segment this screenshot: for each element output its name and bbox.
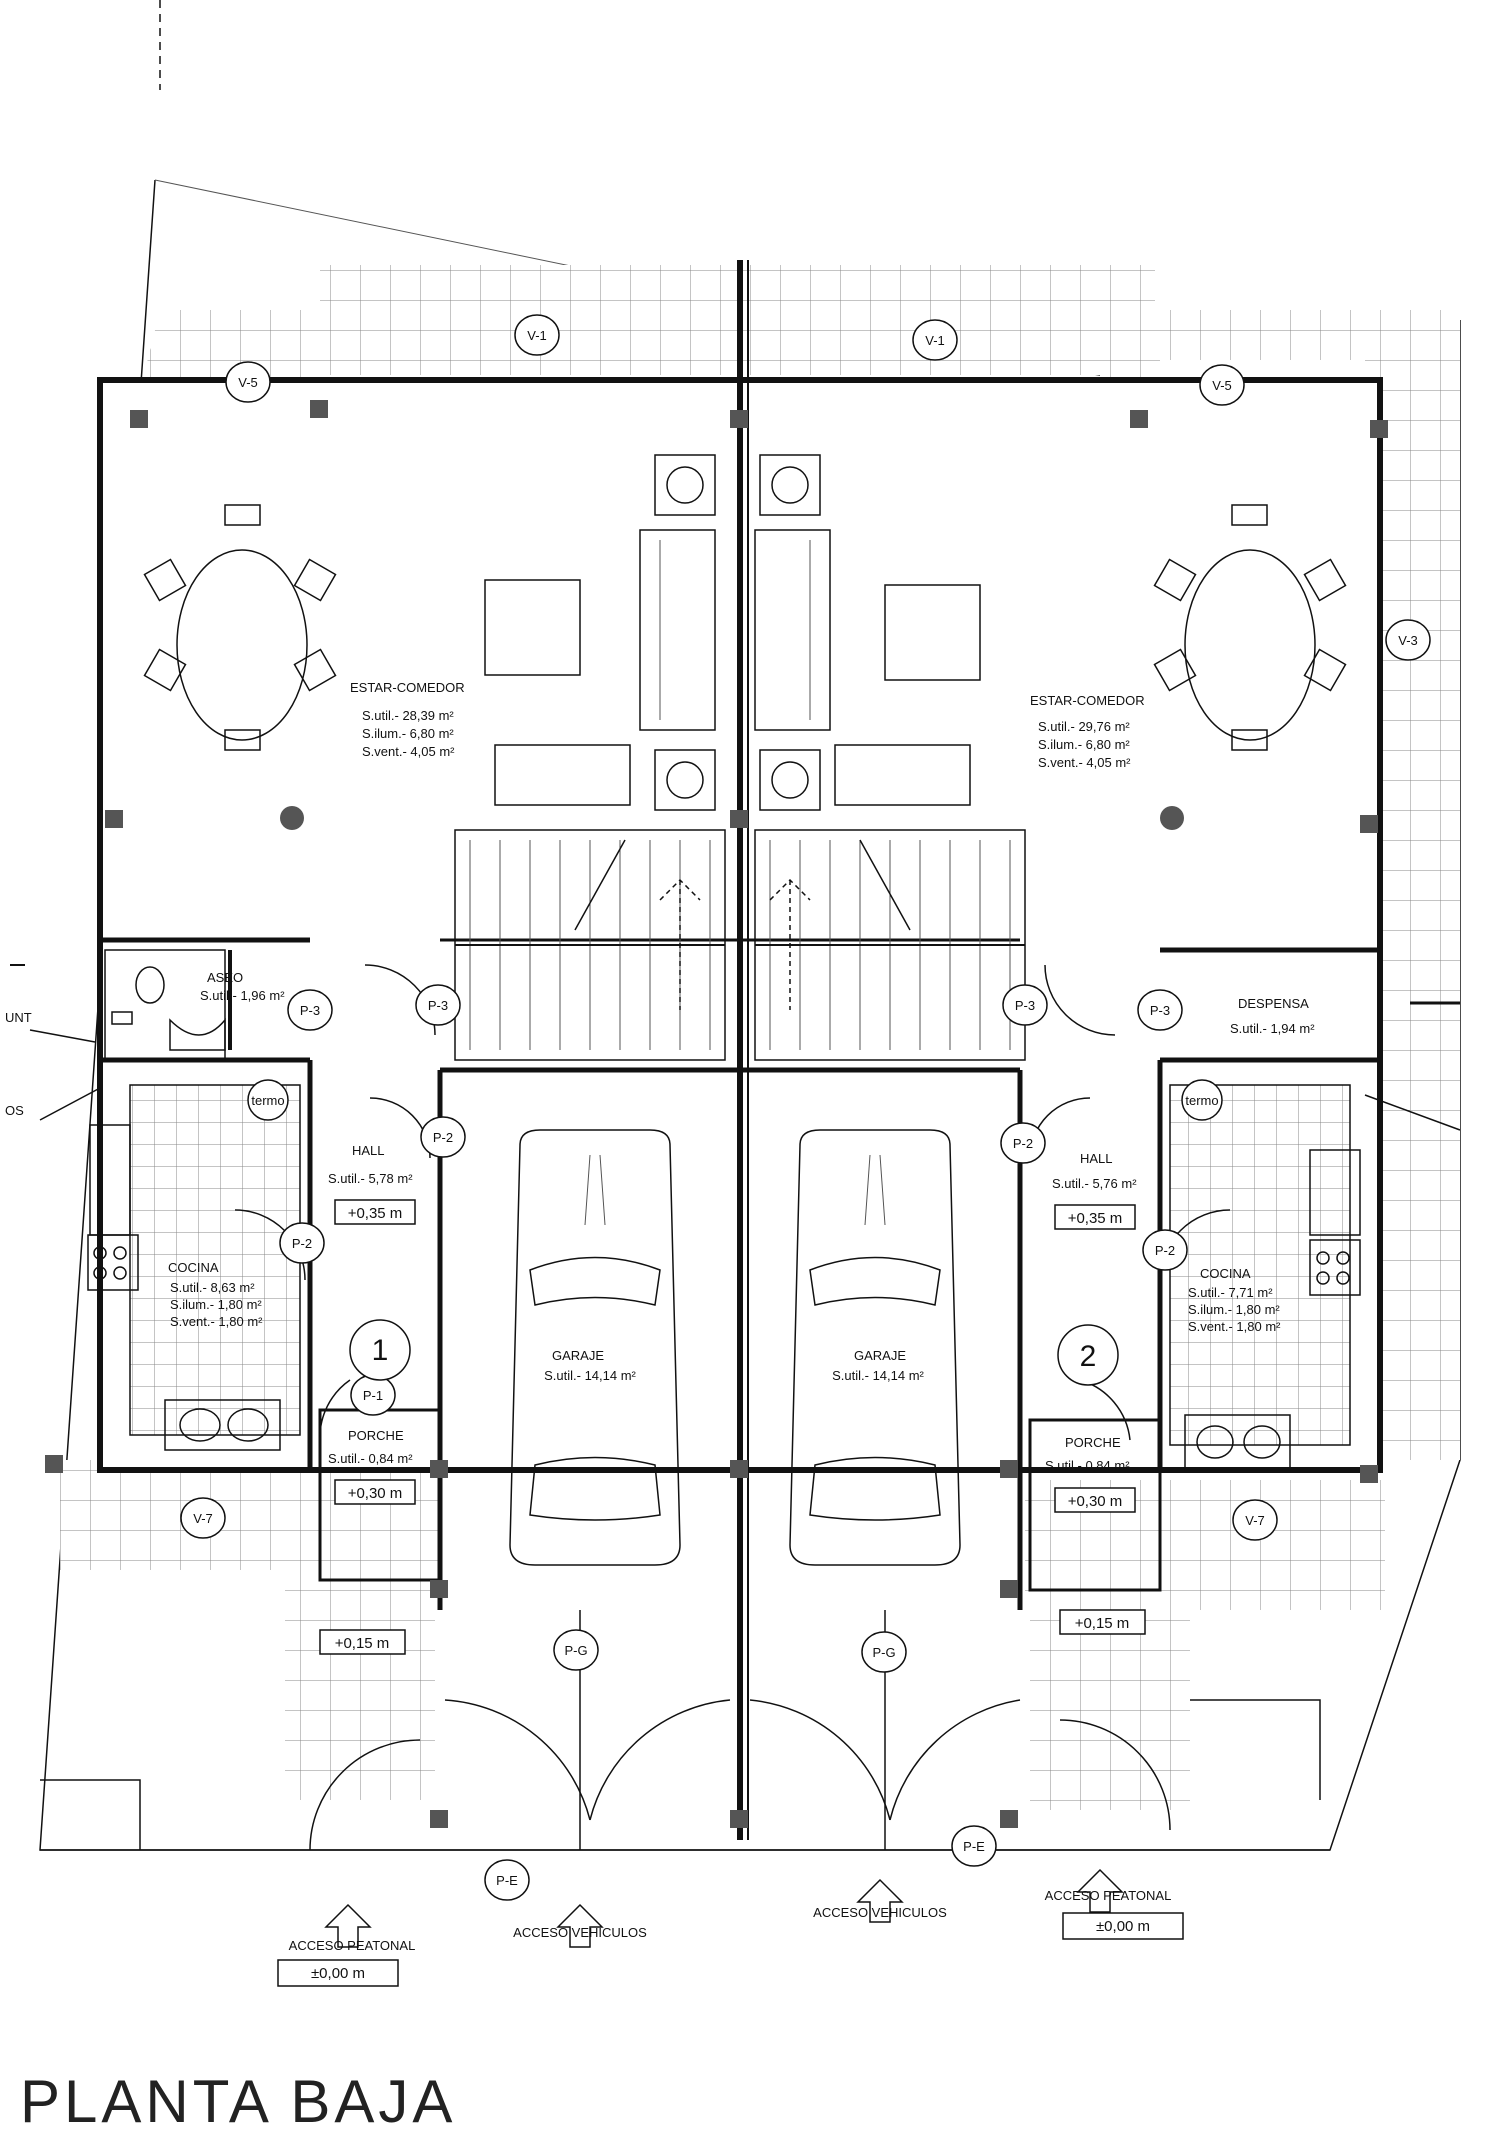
door-pe-right: P-E: [963, 1839, 985, 1854]
garaje-name-2: GARAJE: [854, 1348, 906, 1363]
door-pe-left: P-E: [496, 1873, 518, 1888]
car-left: [509, 1129, 681, 1566]
window-v5-left: V-5: [238, 375, 258, 390]
kitchen-left: [87, 1079, 301, 1451]
house-number-1: 1: [372, 1334, 389, 1367]
drawing-title: PLANTA BAJA: [20, 2068, 456, 2135]
porche-level-1: +0,30 m: [348, 1485, 403, 1502]
door-p3-aseo: P-3: [300, 1003, 320, 1018]
cocina-ilum-2: S.ilum.- 1,80 m²: [1188, 1302, 1280, 1317]
garaje-util-2: S.util.- 14,14 m²: [832, 1368, 924, 1383]
porche-util-2: S.util.- 0,84 m²: [1045, 1458, 1130, 1473]
despensa-util: S.util.- 1,94 m²: [1230, 1021, 1315, 1036]
door-p3-despensa: P-3: [1150, 1003, 1170, 1018]
access-arrows: [324, 1610, 1124, 1948]
porche-name-2: PORCHE: [1065, 1435, 1121, 1450]
hall-level-2: +0,35 m: [1068, 1210, 1123, 1227]
edge-labels: UNT OS: [5, 964, 1461, 1131]
acceso-vehiculos-1: ACCESO VEHICULOS: [513, 1925, 647, 1940]
window-v3: V-3: [1398, 633, 1418, 648]
car-right: [789, 1129, 961, 1566]
estar-vent-2: S.vent.- 4,05 m²: [1038, 755, 1131, 770]
window-v7-left: V-7: [193, 1511, 213, 1526]
sofa-set-right: [754, 454, 1184, 830]
door-p2-left: P-2: [433, 1130, 453, 1145]
estar-name-2: ESTAR-COMEDOR: [1030, 693, 1145, 708]
staircase: [454, 829, 1026, 1061]
hall-name-2: HALL: [1080, 1151, 1113, 1166]
cocina-ilum-1: S.ilum.- 1,80 m²: [170, 1297, 262, 1312]
porche-level-2: +0,30 m: [1068, 1493, 1123, 1510]
columns: [45, 400, 1388, 1828]
bathroom-left: [104, 949, 226, 1061]
hall-level-1: +0,35 m: [348, 1205, 403, 1222]
cocina-vent-1: S.vent.- 1,80 m²: [170, 1314, 263, 1329]
garaje-name-1: GARAJE: [552, 1348, 604, 1363]
estar-name-1: ESTAR-COMEDOR: [350, 680, 465, 695]
acceso-peatonal-1: ACCESO PEATONAL: [289, 1938, 416, 1953]
estar-util-2: S.util.- 29,76 m²: [1038, 719, 1130, 734]
door-p3-stair-left: P-3: [428, 998, 448, 1013]
termo-label-2: termo: [1185, 1093, 1218, 1108]
porche-name-1: PORCHE: [348, 1428, 404, 1443]
hall-util-1: S.util.- 5,78 m²: [328, 1171, 413, 1186]
labels-house-2: V-5 V-1 V-3 V-7 ESTAR-COMEDOR S.util.- 2…: [813, 333, 1418, 1935]
window-v5-right: V-5: [1212, 378, 1232, 393]
house-number-2: 2: [1080, 1340, 1097, 1373]
estar-ilum-1: S.ilum.- 6,80 m²: [362, 726, 454, 741]
patio-level-2: +0,15 m: [1075, 1615, 1130, 1632]
dining-table-left: [143, 504, 337, 751]
door-p1: P-1: [363, 1388, 383, 1403]
acceso-peatonal-2: ACCESO PEATONAL: [1045, 1888, 1172, 1903]
hall-util-2: S.util.- 5,76 m²: [1052, 1176, 1137, 1191]
garaje-util-1: S.util.- 14,14 m²: [544, 1368, 636, 1383]
estar-vent-1: S.vent.- 4,05 m²: [362, 744, 455, 759]
aseo-util: S.util.- 1,96 m²: [200, 988, 285, 1003]
level-boxes: [277, 1199, 1184, 1987]
edge-label-top: UNT: [5, 1010, 32, 1025]
cocina-util-1: S.util.- 8,63 m²: [170, 1280, 255, 1295]
hall-name-1: HALL: [352, 1143, 385, 1158]
door-p2-right: P-2: [1013, 1136, 1033, 1151]
sofa-set-left: [280, 454, 716, 830]
door-pg-right: P-G: [872, 1645, 895, 1660]
termo-label-1: termo: [251, 1093, 284, 1108]
acceso-level-1: ±0,00 m: [311, 1965, 365, 1982]
edge-label-mid: OS: [5, 1103, 24, 1118]
porche-util-1: S.util.- 0,84 m²: [328, 1451, 413, 1466]
door-p2-kitchen-right: P-2: [1155, 1243, 1175, 1258]
aseo-name: ASEO: [207, 970, 243, 985]
acceso-level-2: ±0,00 m: [1096, 1918, 1150, 1935]
labels-house-1: V-5 V-1 V-7 ESTAR-COMEDOR S.util.- 28,39…: [168, 328, 647, 1982]
cocina-name-2: COCINA: [1200, 1266, 1251, 1281]
acceso-vehiculos-2: ACCESO VEHICULOS: [813, 1905, 947, 1920]
door-p2-kitchen-left: P-2: [292, 1236, 312, 1251]
window-v7-right: V-7: [1245, 1513, 1265, 1528]
window-v1-right: V-1: [925, 333, 945, 348]
cocina-util-2: S.util.- 7,71 m²: [1188, 1285, 1273, 1300]
cocina-name-1: COCINA: [168, 1260, 219, 1275]
patio-level-1: +0,15 m: [335, 1635, 390, 1652]
kitchen-right: [1169, 1079, 1361, 1471]
circle-tags: [180, 314, 1431, 1901]
door-p3-stair-right: P-3: [1015, 998, 1035, 1013]
estar-ilum-2: S.ilum.- 6,80 m²: [1038, 737, 1130, 752]
dining-table-right: [1153, 504, 1347, 751]
window-v1-left: V-1: [527, 328, 547, 343]
door-pg-left: P-G: [564, 1643, 587, 1658]
despensa-name: DESPENSA: [1238, 996, 1309, 1011]
cocina-vent-2: S.vent.- 1,80 m²: [1188, 1319, 1281, 1334]
estar-util-1: S.util.- 28,39 m²: [362, 708, 454, 723]
